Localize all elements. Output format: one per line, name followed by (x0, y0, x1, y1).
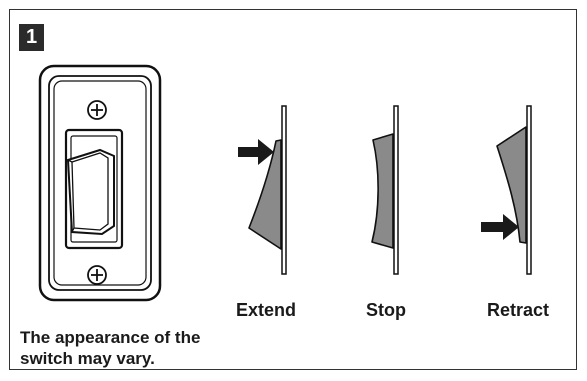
retract-label: Retract (487, 300, 550, 320)
note-line: The appearance of the (20, 328, 201, 347)
retract-rocker-side-view (496, 105, 532, 275)
screw-icon (87, 265, 107, 285)
arrow-right-icon (238, 139, 274, 165)
stop-label: Stop (366, 300, 406, 320)
rocker-switch (66, 148, 115, 236)
note-line: switch may vary. (20, 349, 155, 368)
extend-rocker-side-view (248, 105, 287, 275)
step-number-badge: 1 (19, 24, 44, 51)
arrow-right-icon (481, 214, 519, 240)
extend-label: Extend (236, 300, 297, 320)
wall-switch-illustration (38, 64, 162, 302)
appearance-note: The appearance of the switch may vary. (20, 327, 280, 369)
screw-icon (87, 100, 107, 120)
stop-rocker-side-view (371, 105, 399, 275)
